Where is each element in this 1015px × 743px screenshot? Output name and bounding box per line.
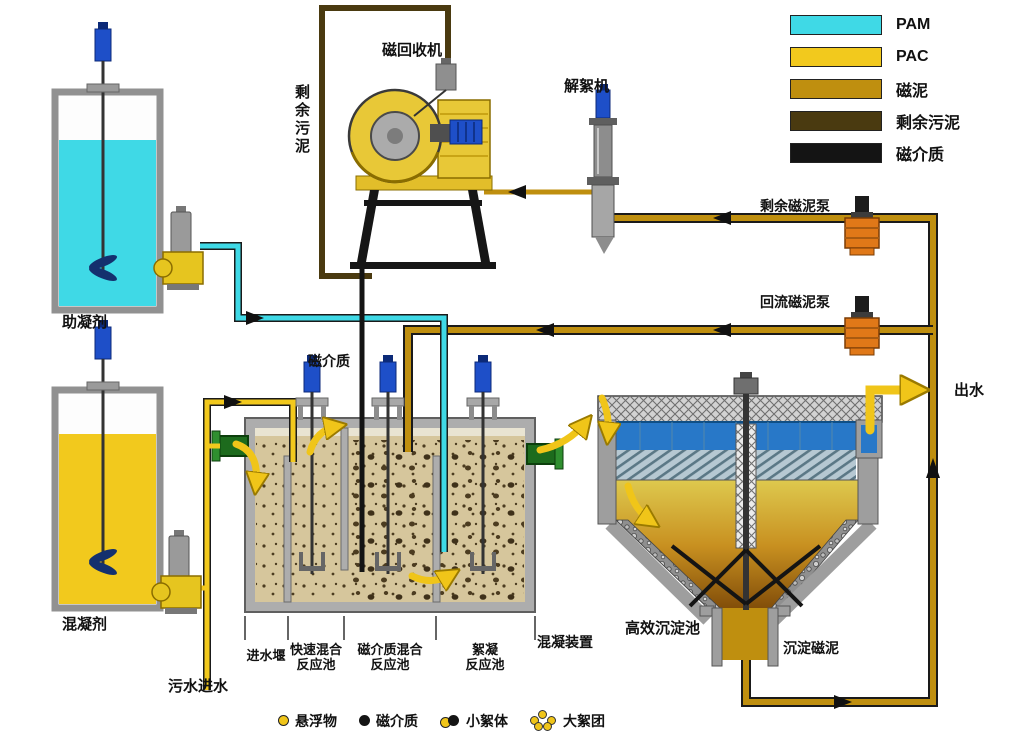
magnetic-mud-return-pipe bbox=[405, 327, 933, 452]
label-sedimentation-tank: 高效沉淀池 bbox=[625, 620, 701, 637]
label-media-mix: 磁介质混合反应池 bbox=[350, 642, 430, 672]
arrow-left-excess-mud bbox=[713, 211, 731, 225]
arrow-right-settled-mud bbox=[834, 695, 852, 709]
legend-swatch-sludge bbox=[790, 110, 882, 131]
coagulant-tank bbox=[51, 386, 164, 612]
label-rapid-mix: 快速混合反应池 bbox=[286, 642, 346, 672]
return-mud-pump bbox=[844, 296, 880, 356]
arrow-left-return-1 bbox=[536, 323, 554, 337]
rapid-mix-mixer bbox=[295, 355, 329, 574]
label-excess-sludge-pipe: 剩余污泥 bbox=[293, 84, 310, 156]
legend-label: PAM bbox=[896, 15, 931, 33]
label-line: 反应池 bbox=[296, 657, 336, 672]
label-coagulation-unit: 混凝装置 bbox=[537, 634, 593, 650]
coagulant-mixer bbox=[86, 320, 120, 575]
legend-row: PAM bbox=[790, 14, 960, 35]
arrow-right-pac bbox=[224, 395, 242, 409]
weir-overflow-arrow bbox=[306, 426, 338, 456]
legend-row: PAC bbox=[790, 46, 960, 67]
label-line: 絮凝 bbox=[471, 642, 498, 657]
pam-liquid bbox=[59, 140, 156, 306]
excess-sludge-pipe bbox=[319, 5, 451, 279]
small-floc-icon bbox=[440, 714, 460, 728]
coagulant-aid-mixer bbox=[86, 22, 120, 281]
label-coagulant-tank: 混凝剂 bbox=[62, 616, 108, 633]
effluent-arrow bbox=[865, 390, 918, 435]
pam-dosing-pipe bbox=[200, 243, 447, 552]
tank-outlet-arrow bbox=[536, 422, 586, 454]
legend-swatch-pam bbox=[790, 14, 882, 35]
label-line: 磁介质混合 bbox=[357, 642, 423, 657]
magnetic-media-icon bbox=[359, 715, 370, 726]
legend-swatch-pac bbox=[790, 46, 882, 67]
legend-swatch-mud bbox=[790, 78, 882, 99]
mud-hopper bbox=[722, 608, 768, 660]
particle-large-floc: 大絮团 bbox=[530, 710, 605, 731]
particle-legend: 悬浮物 磁介质 小絮体 大絮团 bbox=[278, 710, 605, 731]
label-return-mud-pump: 回流磁泥泵 bbox=[760, 294, 830, 310]
particle-label: 悬浮物 bbox=[295, 712, 337, 729]
yellow-flow-arrows bbox=[232, 390, 918, 581]
pam-dosing-pump bbox=[153, 206, 204, 290]
label-line: 反应池 bbox=[370, 657, 410, 672]
sed-downflow-arrow bbox=[624, 482, 652, 522]
legend-row: 剩余污泥 bbox=[790, 110, 961, 132]
magnetic-recovery-machine bbox=[347, 58, 496, 269]
legend: PAM PAC 磁泥 剩余污泥 磁介质 bbox=[790, 14, 960, 174]
legend-swatch-media bbox=[790, 142, 882, 163]
pac-liquid bbox=[59, 434, 156, 604]
inlet-arrow bbox=[232, 440, 257, 486]
weir-divider-2 bbox=[340, 427, 349, 571]
particle-media: 磁介质 bbox=[359, 711, 418, 731]
magnetic-mud-loop-pipe bbox=[614, 215, 936, 705]
label-raw-water-inlet: 污水进水 bbox=[168, 678, 229, 695]
media-mix-mixer bbox=[371, 355, 405, 574]
label-excess-mud-pump: 剩余磁泥泵 bbox=[760, 198, 830, 214]
flow-direction-arrows bbox=[224, 185, 940, 709]
scraper-arms bbox=[670, 544, 822, 608]
legend-label: 磁介质 bbox=[896, 146, 945, 164]
raw-water-pipe bbox=[204, 399, 296, 690]
label-settled-mud: 沉淀磁泥 bbox=[783, 640, 839, 656]
label-inlet-weir: 进水堰 bbox=[246, 648, 286, 663]
particle-suspended: 悬浮物 bbox=[278, 711, 337, 731]
legend-label: 剩余污泥 bbox=[896, 114, 961, 132]
particle-small-floc: 小絮体 bbox=[440, 711, 508, 731]
label-deflocculator: 解絮机 bbox=[564, 78, 610, 95]
weir-divider-1 bbox=[283, 455, 292, 603]
legend-label: PAC bbox=[896, 47, 929, 65]
legend-row: 磁泥 bbox=[790, 78, 960, 100]
legend-row: 磁介质 bbox=[790, 142, 960, 164]
legend-label: 磁泥 bbox=[896, 82, 929, 100]
label-magnetic-recovery-machine: 磁回收机 bbox=[382, 42, 443, 59]
arrow-right-pam bbox=[246, 311, 264, 325]
sedimentation-tank bbox=[597, 372, 883, 667]
label-coagulant-aid-tank: 助凝剂 bbox=[62, 314, 108, 331]
label-line: 反应池 bbox=[465, 657, 505, 672]
large-floc-icon bbox=[530, 710, 557, 731]
flocculation-mixer bbox=[466, 355, 500, 574]
particle-label: 小絮体 bbox=[466, 712, 508, 729]
coagulation-reaction-tank bbox=[211, 417, 564, 613]
arrow-left-return-2 bbox=[713, 323, 731, 337]
pac-dosing-pump bbox=[151, 530, 202, 614]
scraper-drive-motor bbox=[733, 377, 759, 395]
arrow-left-defloc bbox=[508, 185, 526, 199]
pipes bbox=[196, 5, 938, 707]
deflocculator bbox=[587, 84, 619, 254]
scraper-shaft bbox=[743, 392, 749, 610]
label-effluent: 出水 bbox=[954, 382, 985, 399]
particle-label: 磁介质 bbox=[376, 712, 418, 729]
label-line: 快速混合 bbox=[289, 642, 342, 657]
suspended-solids-icon bbox=[278, 715, 289, 726]
label-magnetic-media-pipe: 磁介质 bbox=[308, 353, 350, 369]
sed-inlet-arrow bbox=[602, 394, 608, 436]
particle-label: 大絮团 bbox=[563, 712, 605, 729]
underflow-arrow bbox=[408, 574, 452, 581]
compartment-ticks bbox=[244, 616, 536, 640]
excess-mud-pump bbox=[844, 196, 880, 256]
label-flocculation: 絮凝反应池 bbox=[453, 642, 517, 672]
arrow-up-riser bbox=[926, 458, 940, 478]
